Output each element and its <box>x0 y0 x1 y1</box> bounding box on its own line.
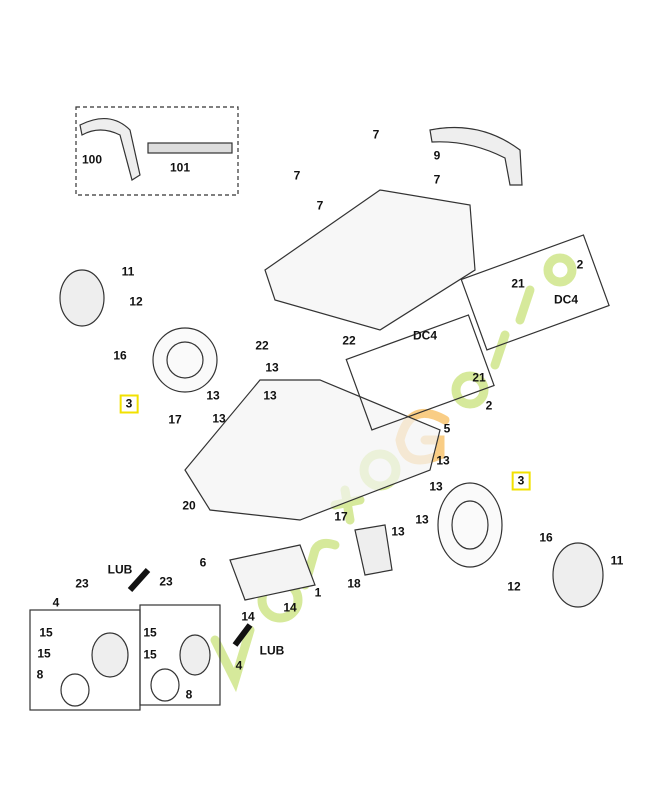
callout-2: 2 <box>485 398 493 413</box>
callout-101: 101 <box>169 160 191 175</box>
lub-tube-b <box>232 623 253 647</box>
bumper-part <box>79 118 141 181</box>
callout-8: 8 <box>185 687 193 702</box>
handle-9 <box>429 126 523 186</box>
front-wheel-box-right <box>139 604 221 706</box>
motor-box-upper <box>460 234 610 351</box>
callout-5: 5 <box>443 421 451 436</box>
callout-15: 15 <box>143 625 157 640</box>
callout-4: 4 <box>235 658 243 673</box>
callout-20: 20 <box>182 498 196 513</box>
callout-1: 1 <box>314 585 322 600</box>
callout-3-highlighted: 3 <box>119 394 139 414</box>
callout-12: 12 <box>129 294 143 309</box>
callout-15: 15 <box>39 625 53 640</box>
callout-16: 16 <box>113 348 127 363</box>
callout-13: 13 <box>429 479 443 494</box>
callout-lub: LUB <box>107 562 133 577</box>
callout-15: 15 <box>37 646 51 661</box>
callout-13: 13 <box>212 411 226 426</box>
wheel-right <box>437 482 503 568</box>
callout-21: 21 <box>511 276 525 291</box>
callout-11: 11 <box>610 553 624 568</box>
callout-13: 13 <box>265 360 279 375</box>
callout-12: 12 <box>507 579 521 594</box>
callout-8: 8 <box>36 667 44 682</box>
cover-18 <box>354 524 393 576</box>
callout-100: 100 <box>81 152 103 167</box>
battery-tray <box>229 544 316 601</box>
callout-lub: LUB <box>259 643 285 658</box>
hubcap-left <box>59 269 105 327</box>
callout-21: 21 <box>472 370 486 385</box>
callout-15: 15 <box>143 647 157 662</box>
callout-7: 7 <box>433 172 441 187</box>
callout-22: 22 <box>255 338 269 353</box>
callout-22: 22 <box>342 333 356 348</box>
lower-chassis <box>184 379 441 521</box>
callout-18: 18 <box>347 576 361 591</box>
warning-label <box>147 142 233 154</box>
upper-chassis <box>264 189 476 331</box>
callout-7: 7 <box>372 127 380 142</box>
callout-14: 14 <box>283 600 297 615</box>
motor-box-lower <box>345 314 495 431</box>
callout-13: 13 <box>263 388 277 403</box>
callout-13: 13 <box>391 524 405 539</box>
callout-11: 11 <box>121 264 135 279</box>
callout-6: 6 <box>199 555 207 570</box>
callout-17: 17 <box>334 509 348 524</box>
callout-7: 7 <box>316 198 324 213</box>
callout-23: 23 <box>75 576 89 591</box>
callout-13: 13 <box>206 388 220 403</box>
callout-3-highlighted: 3 <box>511 471 531 491</box>
bumper-kit-box <box>75 106 239 196</box>
callout-17: 17 <box>168 412 182 427</box>
wheel-left <box>152 327 218 393</box>
callout-9: 9 <box>433 148 441 163</box>
callout-4: 4 <box>52 595 60 610</box>
callout-14: 14 <box>241 609 255 624</box>
callout-16: 16 <box>539 530 553 545</box>
callout-7: 7 <box>293 168 301 183</box>
callout-dc4: DC4 <box>412 328 438 343</box>
callout-2: 2 <box>576 257 584 272</box>
callout-dc4: DC4 <box>553 292 579 307</box>
lub-tube-a <box>127 567 151 593</box>
callout-13: 13 <box>415 512 429 527</box>
callout-23: 23 <box>159 574 173 589</box>
callout-13: 13 <box>436 453 450 468</box>
hubcap-right <box>552 542 604 608</box>
